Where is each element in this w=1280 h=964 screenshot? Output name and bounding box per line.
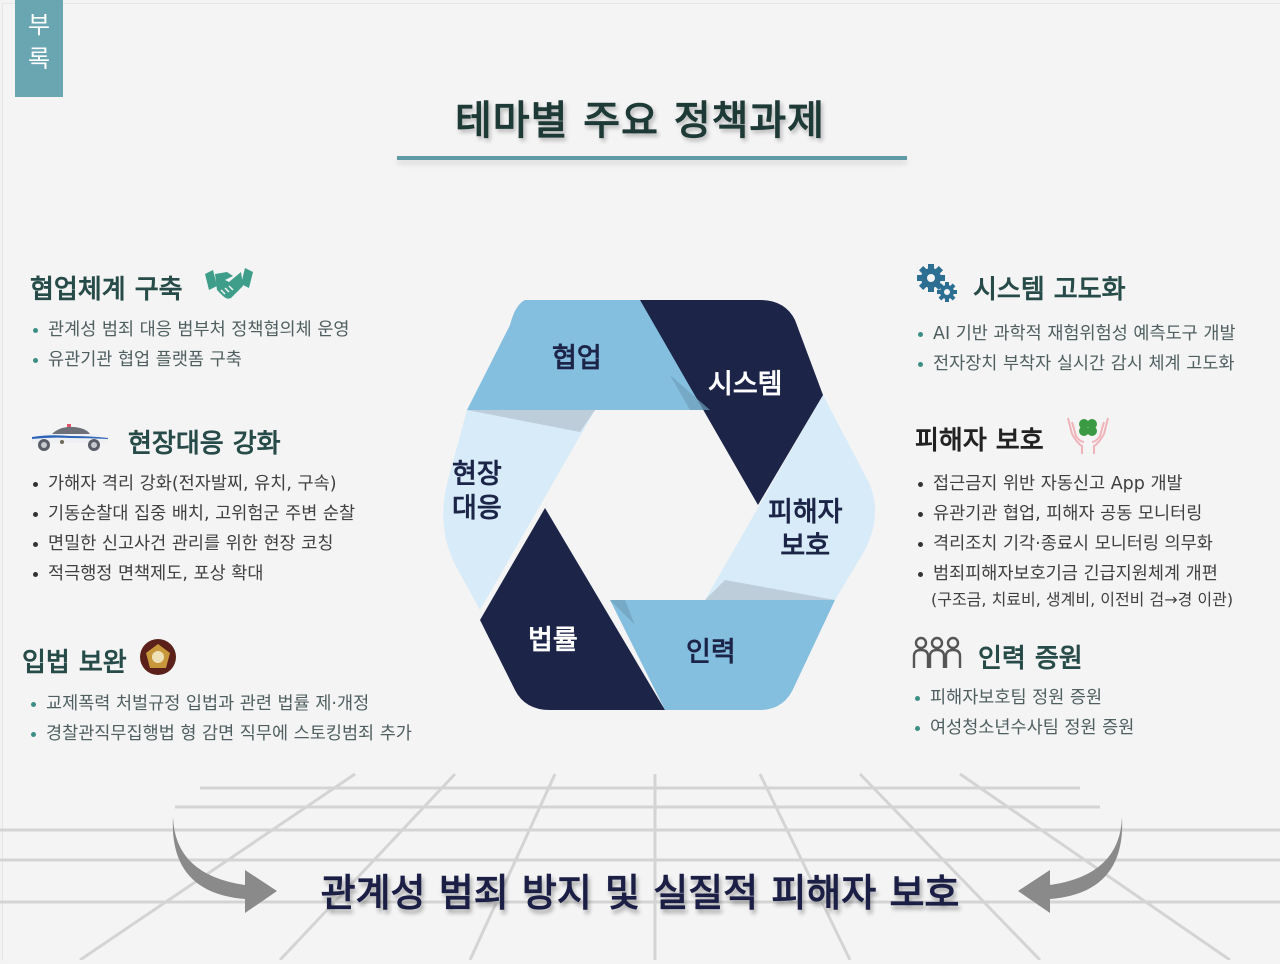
item-list: AI 기반 과학적 재험위험성 예측도구 개발 전자장치 부착자 실시간 감시 …	[915, 319, 1236, 379]
policy-hexagon-diagram: 협업 시스템 피해자 보호 인력 법률 현장 대응	[430, 280, 890, 724]
item-list: 관계성 범죄 대응 범부처 정책협의체 운영 유관기관 협업 플랫폼 구축	[30, 315, 350, 375]
section-heading: 인력 증원	[912, 636, 1134, 677]
hex-label-line: 피해자	[768, 497, 843, 528]
handshake-icon	[203, 266, 255, 309]
item-list: 피해자보호팀 정원 증원 여성청소년수사팀 정원 증원	[912, 683, 1134, 743]
curved-arrow-left-icon	[165, 815, 285, 919]
list-item: 유관기관 협업, 피해자 공동 모니터링	[915, 499, 1233, 529]
list-item: AI 기반 과학적 재험위험성 예측도구 개발	[915, 319, 1236, 349]
section-heading: 입법 보완	[22, 638, 412, 683]
item-list: 접근금지 위반 자동신고 App 개발 유관기관 협업, 피해자 공동 모니터링…	[915, 469, 1233, 611]
hex-label-cooperation: 협업	[552, 343, 602, 374]
list-item: 접근금지 위반 자동신고 App 개발	[915, 469, 1233, 499]
appendix-tag-char-1: 부	[27, 11, 51, 39]
list-item: 가해자 격리 강화(전자발찌, 유치, 구속)	[30, 469, 355, 499]
section-legislation: 입법 보완 교제폭력 처벌규정 입법과 관련 법률 제·개정 경찰관직무집행법 …	[22, 638, 412, 749]
page-background	[2, 3, 1280, 961]
list-item: 적극행정 면책제도, 포상 확대	[30, 559, 355, 589]
gears-icon	[915, 262, 961, 313]
list-item: 여성청소년수사팀 정원 증원	[912, 713, 1134, 743]
section-victim-protection: 피해자 보호 접근금지 위반 자동신고 App 개발 유관기관 협업, 피해자 …	[915, 414, 1233, 611]
perspective-grid-floor	[0, 760, 1280, 964]
page-title: 테마별 주요 정책과제	[454, 98, 826, 144]
section-heading-text: 협업체계 구축	[30, 275, 183, 305]
hex-label-victim-protection: 피해자 보호	[768, 496, 843, 564]
list-item-text: 범죄피해자보호기금 긴급지원체계 개편	[933, 564, 1218, 584]
hex-label-line: 대응	[452, 493, 502, 524]
section-system: 시스템 고도화 AI 기반 과학적 재험위험성 예측도구 개발 전자장치 부착자…	[915, 262, 1236, 379]
hex-segment-personnel	[610, 600, 835, 710]
section-field-response: 현장대응 강화 가해자 격리 강화(전자발찌, 유치, 구속) 기동순찰대 집중…	[30, 420, 355, 589]
title-underline	[397, 156, 907, 160]
people-group-icon	[912, 636, 962, 677]
list-item: 유관기관 협업 플랫폼 구축	[30, 345, 350, 375]
section-heading: 시스템 고도화	[915, 262, 1236, 313]
list-item: 관계성 범죄 대응 범부처 정책협의체 운영	[30, 315, 350, 345]
list-item: 교제폭력 처벌규정 입법과 관련 법률 제·개정	[28, 689, 412, 719]
hex-segment-law	[480, 508, 665, 710]
curved-arrow-right-icon	[1010, 815, 1130, 919]
section-cooperation: 협업체계 구축 관계성 범죄 대응 범부처 정책협의체 운영 유관기관 협업 플…	[30, 266, 350, 375]
appendix-tag-char-2: 록	[27, 45, 51, 73]
appendix-tag: 부 록	[15, 0, 63, 97]
section-heading-text: 시스템 고도화	[973, 275, 1126, 305]
section-heading: 협업체계 구축	[30, 266, 350, 309]
police-car-icon	[30, 420, 110, 463]
item-list: 교제폭력 처벌규정 입법과 관련 법률 제·개정 경찰관직무집행법 형 감면 직…	[28, 689, 412, 749]
goal-statement: 관계성 범죄 방지 및 실질적 피해자 보호	[320, 871, 960, 915]
hex-label-system: 시스템	[708, 369, 783, 400]
section-heading: 피해자 보호	[915, 414, 1233, 463]
section-heading-text: 인력 증원	[978, 644, 1083, 674]
hex-segment-field-response	[443, 410, 595, 610]
section-personnel: 인력 증원 피해자보호팀 정원 증원 여성청소년수사팀 정원 증원	[912, 636, 1134, 743]
section-heading-text: 입법 보완	[22, 648, 127, 678]
hex-segment-cooperation	[467, 300, 710, 410]
list-item: 범죄피해자보호기금 긴급지원체계 개편 (구조금, 치료비, 생계비, 이전비 …	[915, 559, 1233, 611]
item-list: 가해자 격리 강화(전자발찌, 유치, 구속) 기동순찰대 집중 배치, 고위험…	[30, 469, 355, 589]
list-item: 경찰관직무집행법 형 감면 직무에 스토킹범죄 추가	[28, 719, 412, 749]
list-item: 격리조치 기각·종료시 모니터링 의무화	[915, 529, 1233, 559]
hex-label-personnel: 인력	[686, 637, 736, 668]
hex-label-law: 법률	[528, 625, 578, 656]
section-heading-text: 피해자 보호	[915, 426, 1044, 456]
hex-segment-system	[640, 300, 823, 505]
list-item: 피해자보호팀 정원 증원	[912, 683, 1134, 713]
list-item: 면밀한 신고사건 관리를 위한 현장 코칭	[30, 529, 355, 559]
section-heading-text: 현장대응 강화	[128, 429, 281, 459]
national-assembly-emblem-icon	[139, 638, 177, 683]
list-item: 기동순찰대 집중 배치, 고위험군 주변 순찰	[30, 499, 355, 529]
hex-label-line: 보호	[780, 531, 831, 562]
hands-clover-icon	[1062, 414, 1114, 463]
hex-label-line: 현장	[452, 459, 502, 490]
hex-label-field-response: 현장 대응	[452, 458, 502, 526]
list-item: 전자장치 부착자 실시간 감시 체계 고도화	[915, 349, 1236, 379]
hex-segment-victim	[705, 395, 875, 600]
list-item-note: (구조금, 치료비, 생계비, 이전비 검→경 이관)	[931, 590, 1234, 609]
section-heading: 현장대응 강화	[30, 420, 355, 463]
